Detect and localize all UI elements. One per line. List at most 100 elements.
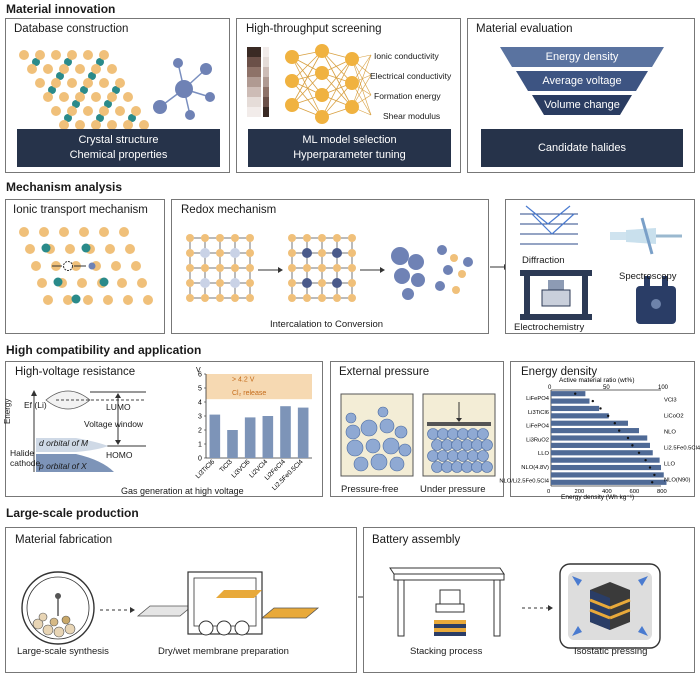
energy-bar — [551, 472, 664, 478]
particle-pressed — [427, 428, 439, 440]
cluster-atom — [443, 265, 453, 275]
nn-node — [285, 98, 299, 112]
grid-atom — [332, 278, 342, 288]
lattice-atom — [67, 50, 77, 60]
evaluation-funnel — [500, 47, 664, 115]
particle-pressed — [457, 428, 469, 440]
lattice-atom — [63, 295, 73, 305]
voltage-bar — [244, 417, 256, 458]
lattice-atom — [83, 295, 93, 305]
potentiostat-icon — [636, 276, 676, 324]
lattice-atom — [83, 78, 93, 88]
redox-diagram — [186, 234, 473, 302]
lattice-atom — [37, 278, 47, 288]
fabrication-diagram — [21, 571, 320, 645]
voltage-bar — [297, 407, 309, 458]
redox-panel: Redox mechanism Intercalation to Convers… — [171, 199, 489, 334]
lattice-atom — [91, 64, 101, 74]
x-axis-label: Energy density (Wh kg⁻¹) — [561, 494, 634, 501]
grid-atom — [348, 249, 356, 257]
x-tick-label: 400 — [602, 489, 612, 495]
ef-label: Ef (Li) — [24, 400, 47, 410]
homo-label: HOMO — [106, 450, 133, 460]
gas-generation-caption: Gas generation at high voltage — [121, 486, 244, 496]
neural-network-diagram — [247, 44, 372, 124]
grid-atom — [332, 248, 342, 258]
nn-edge — [291, 50, 323, 82]
redox-arrowhead — [278, 267, 283, 273]
particle-free — [360, 419, 378, 437]
db-label-crystal: Crystal structure — [78, 134, 159, 146]
section-title-mechanism: Mechanism analysis — [6, 180, 123, 194]
particle-pressed — [471, 461, 483, 473]
ionic-transport-title: Ionic transport mechanism — [13, 204, 148, 216]
lattice-atom — [137, 278, 147, 288]
lattice-atom — [19, 227, 29, 237]
lattice-atom — [143, 295, 153, 305]
x-tick-label: 800 — [657, 489, 667, 495]
particle-pressed — [437, 450, 449, 462]
particle-pressed — [457, 450, 469, 462]
palette-swatch — [263, 57, 269, 67]
grid-atom — [288, 234, 296, 242]
grid-atom — [303, 294, 311, 302]
electrochemistry-label: Electrochemistry — [514, 322, 585, 333]
right-category-label: LLO — [664, 462, 675, 468]
ionic-lattice-diagram — [19, 227, 153, 305]
prop-formation: Formation energy — [374, 91, 441, 101]
particle-pressed — [451, 461, 463, 473]
energy-bar — [551, 420, 628, 426]
lattice-cation — [64, 58, 72, 66]
battery-assembly-panel: Battery assembly — [363, 527, 695, 673]
energy-density-title: Energy density — [521, 366, 598, 378]
synthesis-label: Large-scale synthesis — [17, 646, 109, 657]
grid-atom — [302, 248, 312, 258]
y-tick-label: 3 — [198, 414, 202, 421]
screening-label-box: ML model selection Hyperparameter tuning — [248, 129, 451, 167]
lattice-atom — [115, 106, 125, 116]
characterization-panel: Diffraction Spectroscopy Electrochemistr… — [505, 199, 695, 334]
assembly-diagram — [389, 563, 661, 649]
grid-atom — [288, 279, 296, 287]
grid-atom — [216, 279, 224, 287]
particle-pressed — [441, 461, 453, 473]
high-voltage-title: High-voltage resistance — [15, 366, 136, 378]
energy-axis-label: Energy — [3, 398, 12, 424]
pressure-diagram — [340, 393, 496, 477]
p-orbital-label: p orbital of X — [39, 461, 87, 471]
lattice-atom — [43, 295, 53, 305]
lattice-atom — [35, 50, 45, 60]
lattice-cation — [88, 72, 96, 80]
grid-atom — [230, 248, 240, 258]
crystal-lattice-diagram — [19, 50, 215, 130]
lattice-atom — [75, 64, 85, 74]
vacancy — [63, 261, 73, 271]
palette-swatch — [247, 77, 261, 87]
particle-free — [389, 456, 405, 472]
palette-swatch — [247, 47, 261, 57]
funnel-volume: Volume change — [544, 99, 620, 111]
lattice-cation — [96, 114, 104, 122]
energy-bar — [551, 428, 639, 434]
grid-atom — [231, 264, 239, 272]
molecule-atom — [205, 92, 215, 102]
lattice-atom — [77, 278, 87, 288]
lattice-atom — [35, 78, 45, 88]
cluster-atom — [437, 245, 447, 255]
grid-atom — [186, 294, 194, 302]
grid-atom — [318, 294, 326, 302]
lattice-atom — [59, 64, 69, 74]
stacking-machine-icon — [389, 567, 505, 637]
redox-arrowhead — [380, 267, 385, 273]
nn-node — [285, 50, 299, 64]
lattice-cation — [96, 58, 104, 66]
y-tick-label: 0 — [198, 456, 202, 463]
database-panel: Database construction Crystal structure … — [5, 18, 230, 173]
energy-bar — [551, 413, 609, 419]
lattice-atom — [31, 261, 41, 271]
grid-atom — [246, 249, 254, 257]
band-diagram — [31, 390, 146, 472]
ionic-transport-panel: Ionic transport mechanism — [5, 199, 165, 334]
grid-atom — [318, 279, 326, 287]
